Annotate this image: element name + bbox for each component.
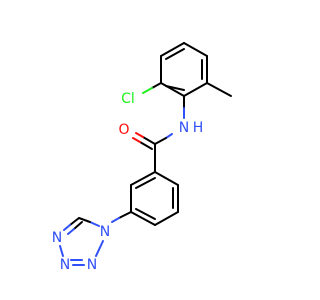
bond — [165, 133, 173, 139]
bond — [160, 42, 185, 57]
bond — [111, 217, 120, 223]
bond — [165, 85, 185, 91]
amide-hydrogen-label: H — [193, 120, 204, 136]
background — [0, 0, 300, 300]
bond — [139, 141, 153, 150]
bond — [89, 221, 100, 227]
tetrazole-n2-label: N — [52, 230, 62, 246]
bond — [78, 217, 91, 223]
tetrazole-n1-label: N — [100, 224, 110, 240]
bond — [154, 211, 179, 226]
bond — [132, 137, 141, 143]
bond — [206, 82, 232, 97]
tetrazole-n4-label: N — [87, 257, 97, 273]
bonds — [59, 42, 232, 266]
chlorine-label: Cl — [121, 91, 135, 107]
bond — [154, 171, 179, 186]
bond — [63, 224, 71, 231]
bond — [73, 221, 83, 230]
bond — [142, 136, 156, 145]
bond — [165, 48, 185, 60]
bond — [135, 208, 156, 220]
bond — [151, 82, 162, 89]
bond — [135, 177, 156, 189]
bond — [67, 228, 75, 235]
amide-nitrogen-label: N — [179, 120, 189, 136]
bond — [154, 137, 167, 145]
bond — [160, 82, 185, 97]
tetrazole-n3-label: N — [60, 257, 70, 273]
bond — [135, 132, 144, 138]
bond — [183, 42, 208, 57]
bond — [183, 82, 208, 97]
bond — [59, 245, 64, 257]
atom-labels: Cl O N H N N N N — [52, 91, 204, 273]
bond — [118, 211, 132, 219]
bond — [130, 171, 156, 186]
bond — [69, 217, 80, 226]
bond — [142, 87, 153, 94]
amide-oxygen-label: O — [118, 122, 129, 138]
bond — [130, 211, 156, 226]
molecule-structure: Cl O N H N N N N — [0, 0, 300, 300]
bond — [95, 240, 104, 257]
